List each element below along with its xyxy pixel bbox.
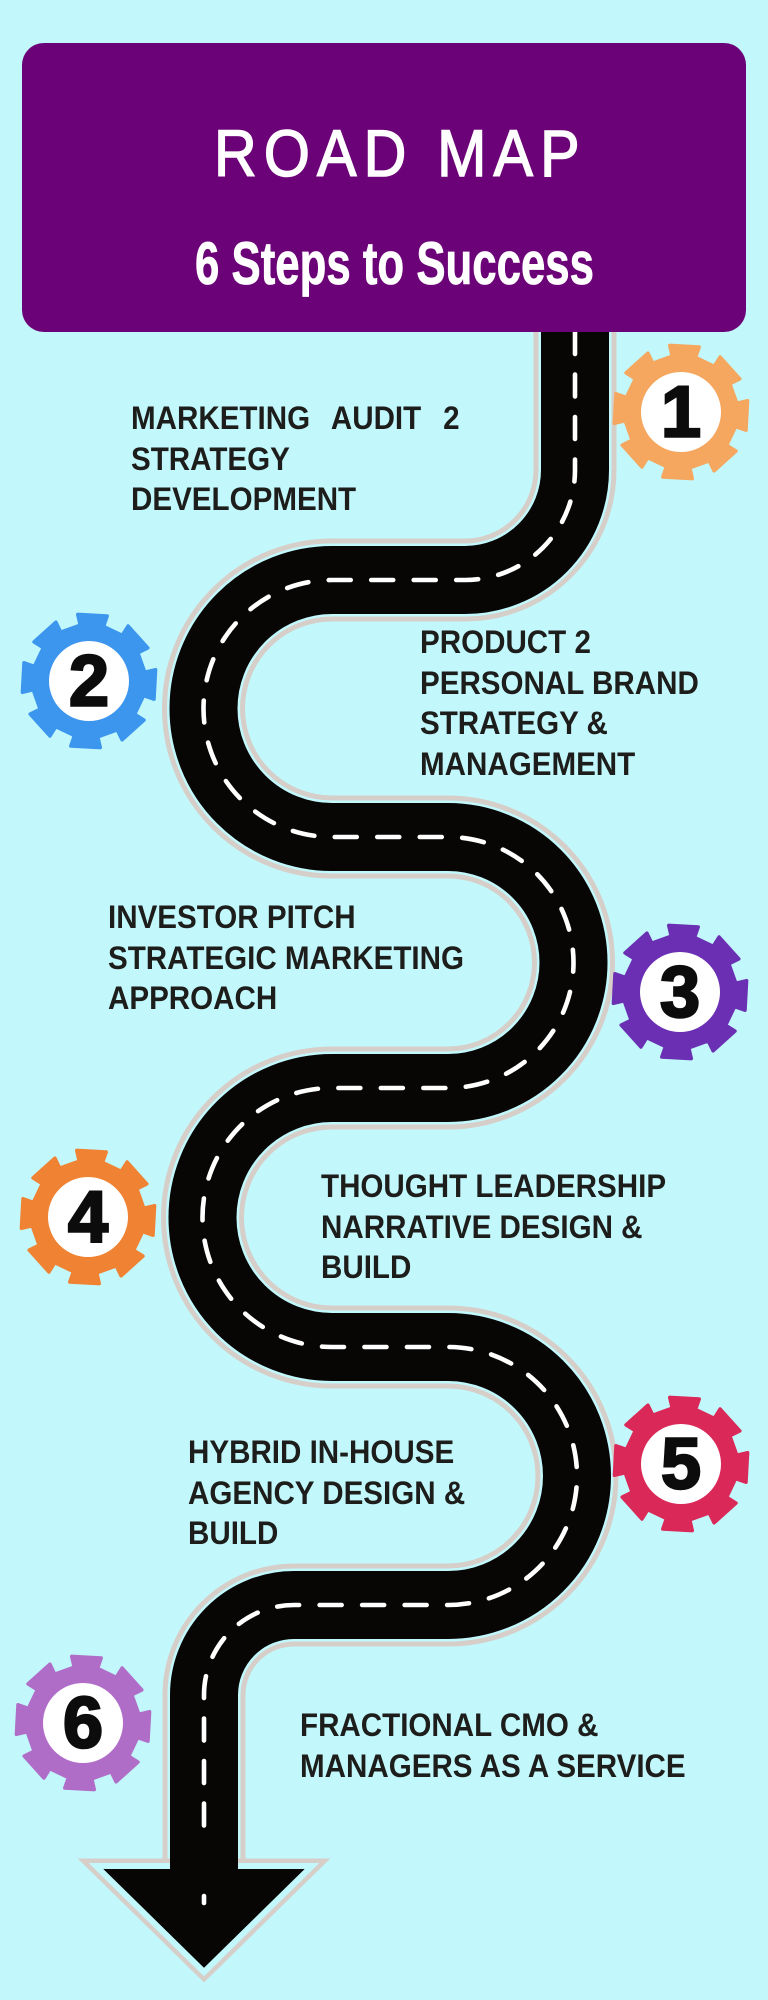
svg-text:3: 3 [660, 953, 700, 1033]
svg-text:1: 1 [661, 373, 701, 453]
svg-text:4: 4 [68, 1178, 108, 1258]
svg-text:2: 2 [69, 642, 109, 722]
svg-text:5: 5 [661, 1425, 701, 1505]
svg-text:6: 6 [63, 1684, 103, 1764]
